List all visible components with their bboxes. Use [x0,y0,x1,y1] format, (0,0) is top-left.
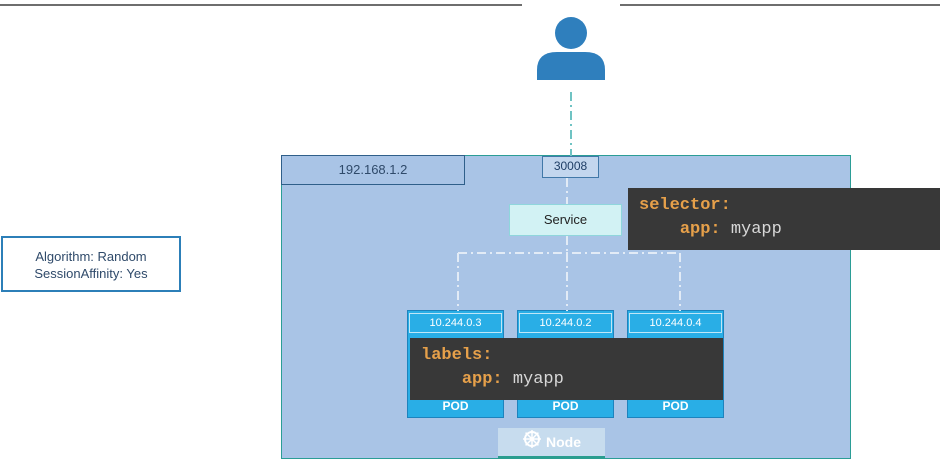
algorithm-text: Algorithm: Random [35,249,147,264]
session-affinity-text: SessionAffinity: Yes [34,266,148,281]
service-port: 30008 [542,156,599,178]
pod-1-label: POD [442,399,469,413]
selector-code-block: selector: app: myapp [628,188,940,250]
selector-key: selector: [639,196,731,215]
pod-3-label: POD [662,399,689,413]
algorithm-info-box: Algorithm: Random SessionAffinity: Yes [1,236,181,292]
pod-2-label: POD [552,399,579,413]
node-label: Node [546,434,581,450]
pod-1-ip: 10.244.0.3 [409,313,502,333]
user-panel [522,4,620,92]
service-box: Service [509,204,622,236]
labels-app-key: app: [461,370,503,389]
selector-app-value: myapp [730,220,782,239]
labels-code-block: labels: app: myapp [410,338,723,400]
pod-2-ip: 10.244.0.2 [519,313,612,333]
top-divider [0,4,940,6]
node-tag: Node [498,428,605,459]
selector-app-key: app: [679,220,721,239]
pod-3-ip: 10.244.0.4 [629,313,722,333]
user-icon [537,17,605,80]
labels-key: labels: [421,346,493,365]
labels-app-value: myapp [512,370,564,389]
kubernetes-wheel-icon [522,429,542,458]
node-ip-label: 192.168.1.2 [281,155,465,185]
